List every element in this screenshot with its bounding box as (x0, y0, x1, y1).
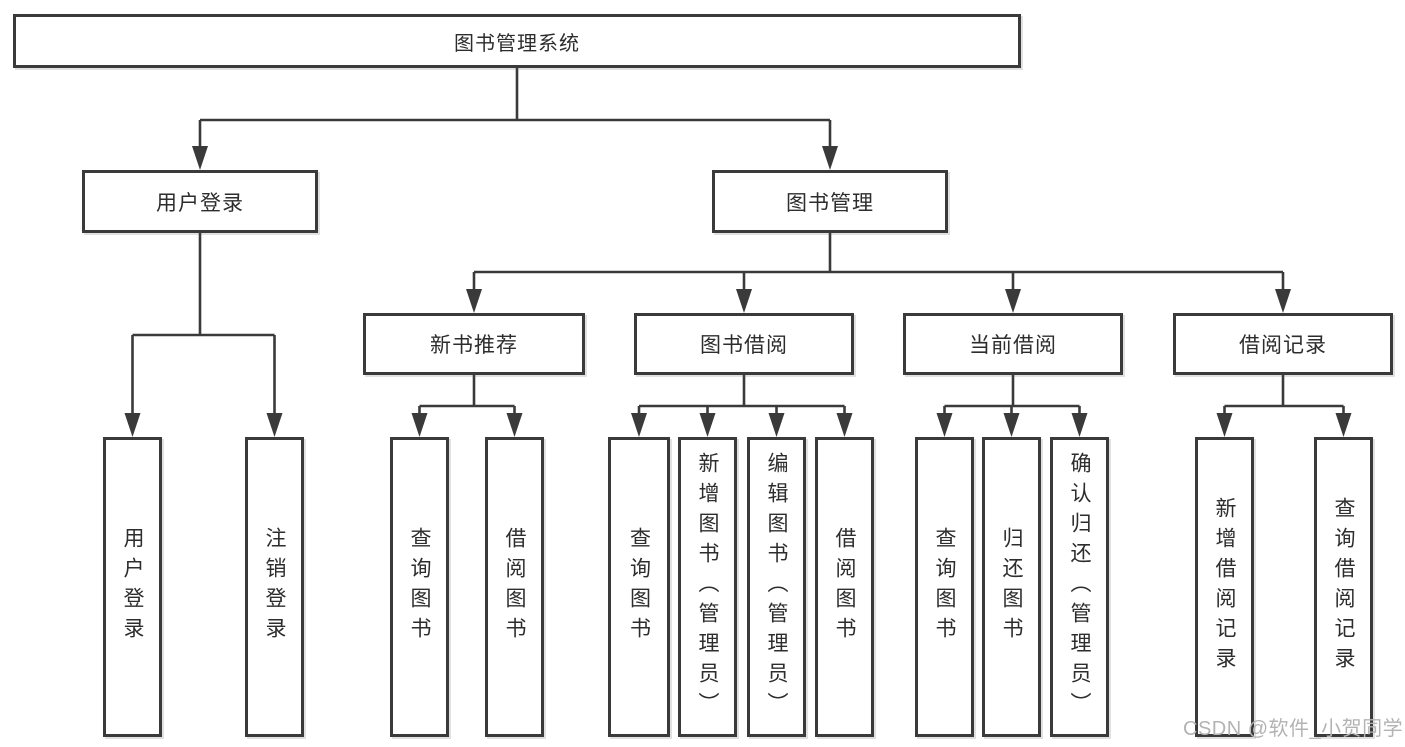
leaf-borrow-books-recommend: 借阅图书 (485, 437, 544, 737)
leaf-label: 查询图书 (933, 527, 956, 647)
leaf-label: 查询图书 (408, 527, 431, 647)
leaf-label: 注销登录 (263, 527, 286, 647)
leaf-query-borrow-record: 查询借阅记录 (1314, 437, 1373, 737)
node-new-book-recommendation: 新书推荐 (363, 313, 585, 375)
node-label: 图书借阅 (700, 334, 788, 357)
arrowheads (124, 146, 1352, 437)
leaf-label: 新增图书（管理员） (696, 452, 719, 722)
leaf-edit-books-admin: 编辑图书（管理员） (747, 437, 806, 737)
leaf-user-login: 用户登录 (103, 437, 162, 737)
leaf-label: 编辑图书（管理员） (765, 452, 788, 722)
leaf-label: 借阅图书 (503, 527, 526, 647)
leaf-label: 归还图书 (1000, 527, 1023, 647)
leaf-logout: 注销登录 (245, 437, 304, 737)
node-label: 借阅记录 (1239, 334, 1327, 357)
node-borrowing-records: 借阅记录 (1173, 313, 1393, 375)
node-label: 当前借阅 (969, 334, 1057, 357)
leaf-label: 用户登录 (121, 527, 144, 647)
node-book-management: 图书管理 (712, 170, 948, 233)
leaf-query-books-borrowing: 查询图书 (608, 437, 670, 737)
csdn-watermark: CSDN @软件_小贺同学 (1183, 718, 1404, 740)
leaf-query-books-recommend: 查询图书 (390, 437, 449, 737)
leaf-add-borrow-record: 新增借阅记录 (1195, 437, 1254, 737)
leaf-borrow-books: 借阅图书 (815, 437, 874, 737)
leaf-label: 确认归还（管理员） (1068, 452, 1091, 722)
leaf-label: 借阅图书 (833, 527, 856, 647)
leaf-return-books: 归还图书 (982, 437, 1041, 737)
node-label: 新书推荐 (430, 334, 518, 357)
node-label: 图书管理系统 (454, 32, 580, 55)
leaf-query-books-current: 查询图书 (915, 437, 974, 737)
node-label: 用户登录 (156, 191, 244, 215)
node-library-management-system: 图书管理系统 (13, 14, 1021, 68)
node-user-login: 用户登录 (82, 170, 318, 233)
leaf-add-books-admin: 新增图书（管理员） (678, 437, 737, 737)
node-current-borrowing: 当前借阅 (903, 313, 1123, 375)
leaf-label: 新增借阅记录 (1213, 497, 1236, 677)
node-label: 图书管理 (786, 191, 874, 215)
leaf-label: 查询借阅记录 (1332, 497, 1355, 677)
leaf-confirm-return-admin: 确认归还（管理员） (1050, 437, 1109, 737)
leaf-label: 查询图书 (627, 527, 651, 647)
node-book-borrowing: 图书借阅 (634, 313, 854, 375)
